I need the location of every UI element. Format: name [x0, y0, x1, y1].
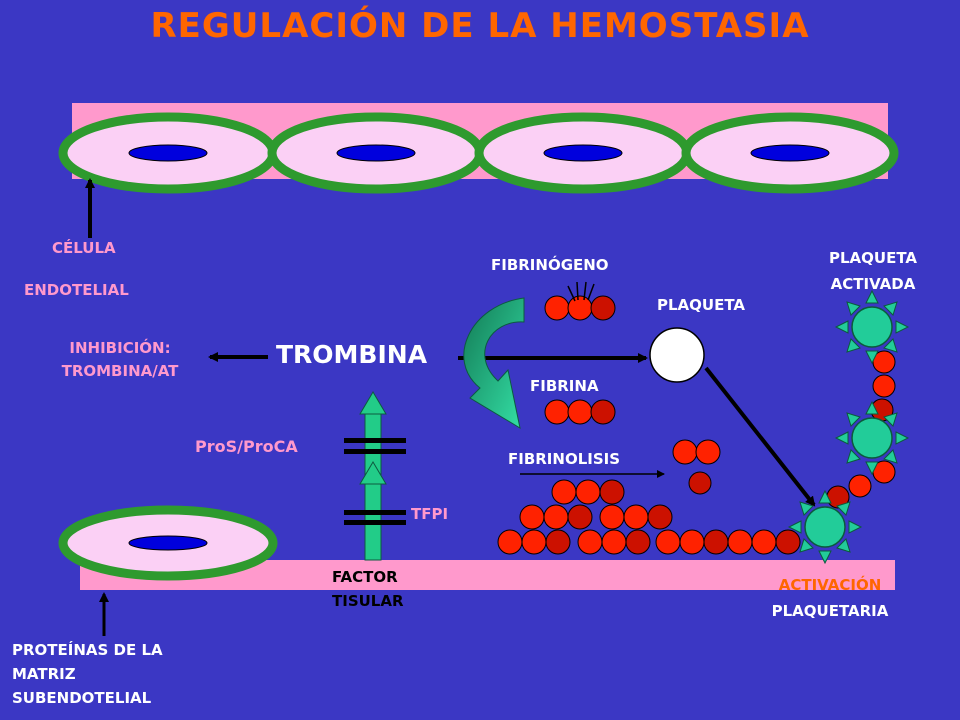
endothelial-cell: [58, 112, 278, 194]
tissue-factor-arrow: [359, 391, 387, 561]
fibrina-label: FIBRINA: [530, 377, 599, 395]
platelet-activated: [834, 289, 910, 365]
inhibicion-label: INHIBICIÓN:: [69, 339, 171, 357]
factor-tisular-label: FACTOR: [332, 568, 398, 586]
endothelial-cell-bottom: [58, 505, 278, 581]
platelet-activation-arrow: [704, 366, 816, 507]
fibrinogen-molecule: [544, 281, 616, 321]
endothelial-cell: [267, 112, 485, 194]
fibrinogeno-label: FIBRINÓGENO: [491, 256, 609, 274]
fibrinogen-conversion-arrow: [463, 297, 525, 430]
proteinas-label: PROTEÍNAS DE LA: [12, 641, 163, 659]
plaqueta-label: PLAQUETA: [657, 296, 746, 314]
endothelial-cell: [681, 112, 899, 194]
activacion-label: ACTIVACIÓN: [778, 576, 882, 594]
celula-label: CÉLULA: [52, 239, 116, 257]
tfpi-label: TFPI: [411, 505, 449, 523]
plaqueta-activada-label: PLAQUETA: [828, 249, 917, 267]
proteinas-sublabel-1: MATRIZ: [12, 665, 76, 683]
platelet-activated: [834, 400, 910, 476]
fibrin-clot: [497, 479, 801, 555]
fibrinolisis-label: FIBRINOLISIS: [508, 450, 621, 468]
factor-tisular-sublabel: TISULAR: [332, 592, 404, 610]
endotelial-label: ENDOTELIAL: [24, 281, 129, 299]
pros-proca-inhibition-bar: [344, 438, 406, 454]
platelet-activated: [787, 489, 863, 565]
trombina-label: TROMBINA: [276, 340, 428, 369]
fibrin-molecule: [544, 399, 616, 425]
activacion-sublabel: PLAQUETARIA: [771, 602, 889, 620]
pros-proca-label: ProS/ProCA: [195, 437, 298, 456]
page-title: REGULACIÓN DE LA HEMOSTASIA: [150, 6, 810, 46]
platelet-resting: [649, 327, 705, 383]
tfpi-inhibition-bar: [344, 510, 406, 525]
proteinas-sublabel-2: SUBENDOTELIAL: [12, 689, 152, 707]
fibrinolysis-fragments: [672, 439, 721, 495]
plaqueta-activada-sublabel: ACTIVADA: [830, 275, 916, 293]
inhibicion-sublabel: TROMBINA/AT: [61, 362, 179, 380]
endothelial-cell: [474, 112, 692, 194]
